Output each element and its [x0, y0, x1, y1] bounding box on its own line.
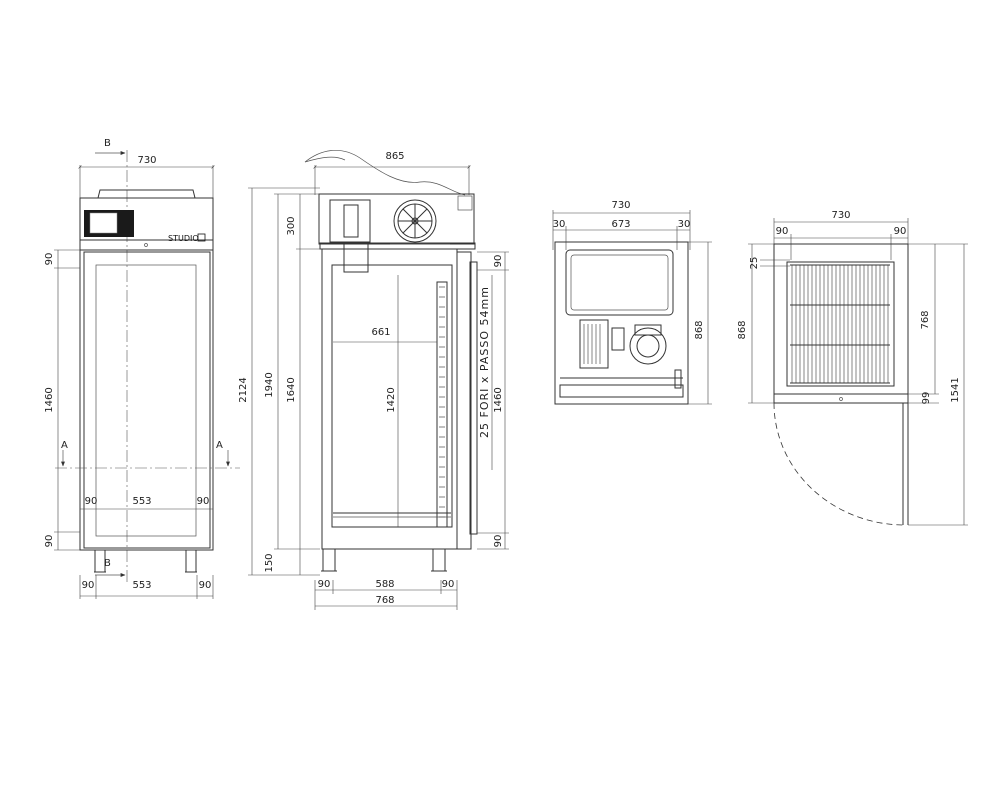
side-slot-top-label: 90 [493, 255, 504, 268]
top-width-label: 730 [611, 200, 630, 211]
brand-logo: STUDIO [168, 234, 199, 243]
side-inner-depth-label: 661 [371, 327, 390, 338]
side-depth-label: 865 [385, 151, 404, 162]
section-a-label-right: A [216, 440, 223, 451]
top-depth-label: 868 [694, 320, 705, 339]
side-total-height-label: 2124 [238, 377, 249, 402]
front-width-label: 730 [137, 155, 156, 166]
rail-holes [439, 286, 445, 518]
plan-swing-label: 1541 [950, 377, 961, 402]
top-right-label: 30 [678, 219, 691, 230]
side-rail-height-label: 1420 [386, 387, 397, 412]
fan-icon [393, 199, 437, 243]
side-slot-height-label: 1460 [493, 387, 504, 412]
shelf-grid [790, 264, 890, 384]
side-feet-height-label: 150 [264, 553, 275, 572]
side-compressor-height-label: 300 [286, 216, 297, 235]
plan-right-label: 90 [894, 226, 907, 237]
front-feet-width-label: 553 [132, 580, 151, 591]
side-feet-mid-label: 588 [375, 579, 394, 590]
top-inner-label: 673 [611, 219, 630, 230]
pump-icon [629, 327, 667, 365]
front-inner-right-label: 90 [197, 496, 210, 507]
front-view: 730 B B STUDIO A A [44, 138, 240, 599]
side-view: 865 661 1420 [238, 150, 509, 610]
side-slot-bottom-label: 90 [493, 535, 504, 548]
section-b-label-top: B [104, 138, 111, 149]
section-b-label-bottom: B [104, 558, 111, 569]
plan-width-label: 730 [831, 210, 850, 221]
side-inner-height-label: 1640 [286, 377, 297, 402]
top-left-label: 30 [553, 219, 566, 230]
plan-left-label: 90 [776, 226, 789, 237]
section-a-label-left: A [61, 440, 68, 451]
front-inner-width-label: 553 [132, 496, 151, 507]
side-base-depth-label: 768 [375, 595, 394, 606]
front-bottom-margin-label: 90 [44, 535, 55, 548]
side-feet-left-label: 90 [318, 579, 331, 590]
front-inner-left-label: 90 [85, 496, 98, 507]
plan-door-gap-label: 99 [921, 392, 932, 405]
front-feet-right-label: 90 [199, 580, 212, 591]
plan-view: 730 90 90 868 25 768 99 [737, 210, 968, 526]
front-door-height-label: 1460 [44, 387, 55, 412]
holes-note: 25 FORI x PASSO 54mm [478, 286, 491, 438]
front-top-margin-label: 90 [44, 253, 55, 266]
plan-depth-label: 868 [737, 320, 748, 339]
compressor-block [579, 319, 609, 369]
side-body-height-label: 1940 [264, 372, 275, 397]
side-feet-right-label: 90 [442, 579, 455, 590]
front-feet-left-label: 90 [82, 580, 95, 591]
top-view: 730 30 673 30 868 [553, 200, 712, 405]
plan-inner-depth-label: 768 [920, 310, 931, 329]
plan-gap-label: 25 [749, 257, 760, 270]
